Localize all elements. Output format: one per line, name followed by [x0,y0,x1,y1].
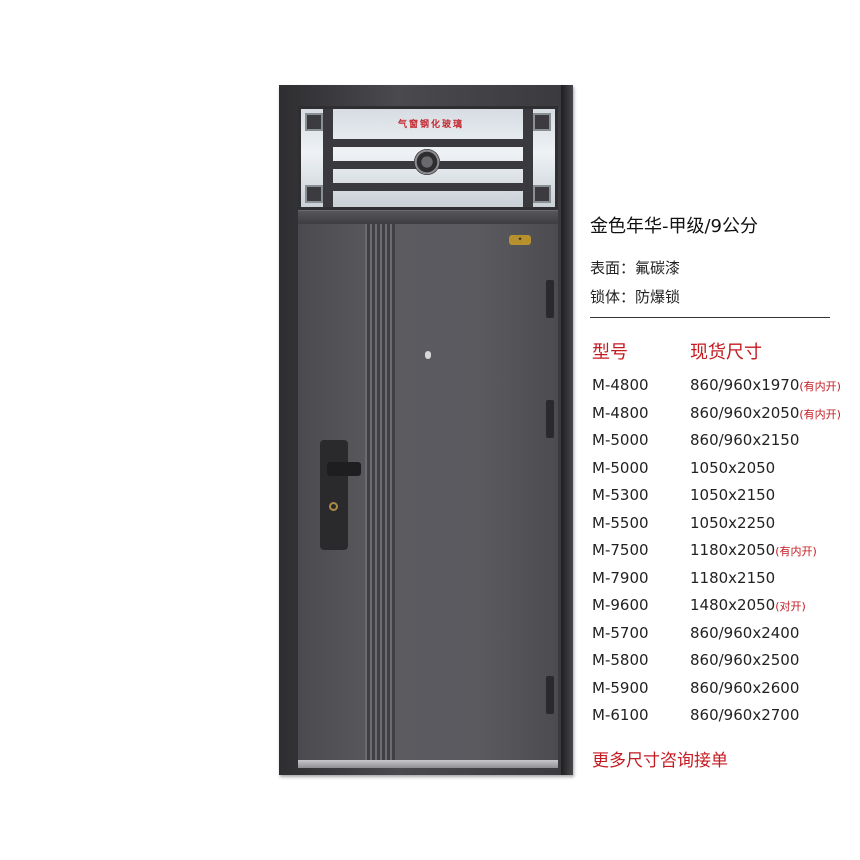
peephole-icon [425,351,431,359]
row-size-value: 860/960x2400 [690,623,800,642]
row-size: 860/960x2400 [690,624,799,642]
row-size: 1050x2250 [690,514,775,532]
hinge-icon [546,280,554,318]
ornament-icon [305,113,323,131]
lock-icon [320,440,348,550]
table-row: M-7900 1180x2150 [590,569,850,597]
row-size: 1180x2150 [690,569,775,587]
row-model: M-7900 [592,568,649,587]
row-size: 860/960x2150 [690,431,799,449]
ornament-icon [533,113,551,131]
row-size-value: 860/960x2600 [690,678,800,697]
transom-post [323,109,333,207]
row-note: (有内开) [775,545,817,558]
row-size: 1050x2150 [690,486,775,504]
door-threshold [298,760,558,768]
row-model: M-9600 [592,596,649,614]
footer-note: 更多尺寸咨询接单 [592,751,728,771]
row-model: M-5300 [592,486,649,504]
table-row: M-5000 860/960x2150 [590,431,850,459]
row-size: 1180x2050(有内开) [690,541,817,559]
product-title: 金色年华-甲级/9公分 [590,216,759,237]
row-model: M-5900 [592,678,649,697]
row-size: 860/960x2700 [690,706,799,724]
row-size-value: 1180x2150 [690,568,776,587]
transom-divider [298,210,558,225]
divider-line [590,317,830,318]
row-size: 860/960x2500 [690,651,799,669]
row-model: M-5500 [592,513,649,532]
row-size-value: 1050x2250 [690,513,776,532]
row-size: 860/960x1970(有内开) [690,376,841,394]
ornament-icon [305,185,323,203]
groove-strip [365,224,395,760]
row-size: 860/960x2050(有内开) [690,404,841,422]
table-row: M-7500 1180x2050(有内开) [590,541,850,569]
row-model: M-4800 [592,403,649,422]
row-model: M-5000 [592,431,649,449]
hinge-icon [546,400,554,438]
row-note: (对开) [775,600,806,613]
row-size-value: 860/960x2700 [690,706,800,724]
transom-bar [323,139,533,147]
keyhole-icon [329,502,338,511]
surface-spec: 表面：氟碳漆 [590,259,681,277]
transom-post [523,109,533,207]
row-size: 1050x2050 [690,459,775,477]
transom-label: 气窗钢化玻璃 [397,120,464,130]
transom-window: 气窗钢化玻璃 [298,106,558,210]
row-model: M-5700 [592,623,649,642]
row-size-value: 1480x2050 [690,596,776,614]
row-note: (有内开) [799,380,841,393]
row-size-value: 1050x2150 [690,486,776,504]
table-row: M-5700 860/960x2400 [590,624,850,652]
row-size-value: 860/960x2150 [690,431,800,449]
table-row: M-9600 1480x2050(对开) [590,596,850,624]
row-size-value: 860/960x1970 [690,376,800,394]
row-model: M-5000 [592,458,649,477]
row-model: M-5800 [592,651,649,669]
table-row: M-5900 860/960x2600 [590,679,850,707]
hinge-icon [546,676,554,714]
row-size: 860/960x2600 [690,679,799,697]
row-size-value: 1180x2050 [690,541,776,559]
transom-bar [323,183,533,191]
brand-logo-icon: ✦ [509,235,531,245]
row-size-value: 860/960x2050 [690,403,800,422]
table-row: M-5300 1050x2150 [590,486,850,514]
header-model: 型号 [592,342,628,363]
row-size-value: 860/960x2500 [690,651,800,669]
medallion-icon [414,149,440,175]
table-row: M-5500 1050x2250 [590,514,850,542]
table-row: M-4800 860/960x2050(有内开) [590,404,850,432]
row-size-value: 1050x2050 [690,458,776,477]
table-row: M-5800 860/960x2500 [590,651,850,679]
table-row: M-5000 1050x2050 [590,459,850,487]
ornament-icon [533,185,551,203]
table-row: M-6100 860/960x2700 [590,706,850,734]
row-model: M-6100 [592,706,649,724]
header-size: 现货尺寸 [690,342,762,363]
door-frame-edge [561,85,573,775]
row-model: M-4800 [592,376,649,394]
row-note: (有内开) [799,407,841,421]
row-size: 1480x2050(对开) [690,596,806,614]
table-row: M-4800 860/960x1970(有内开) [590,376,850,404]
row-model: M-7500 [592,541,649,559]
handle-icon [327,462,361,476]
lock-spec: 锁体：防爆锁 [590,288,681,306]
